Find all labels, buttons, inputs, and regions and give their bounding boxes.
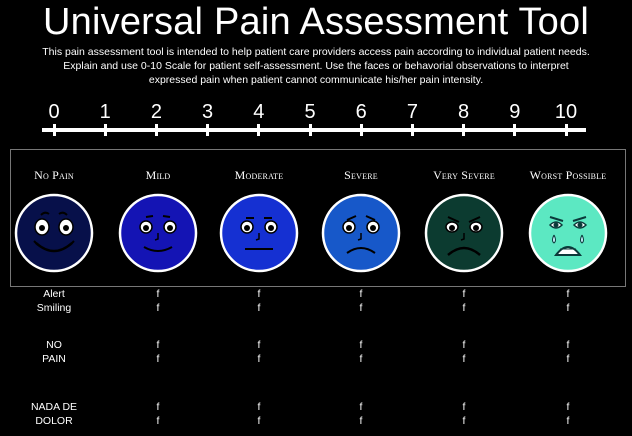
placeholder-mark: f (156, 302, 160, 314)
scale-line (42, 128, 586, 132)
behavior-text: Smiling (36, 302, 72, 314)
behavior-cell: NO PAIN (14, 338, 94, 366)
placeholder-mark: f (156, 415, 160, 427)
scale-tick (52, 124, 56, 136)
placeholder-mark: f (257, 353, 261, 365)
scale-number: 6 (355, 101, 367, 123)
description-line: Explain and use 0-10 Scale for patient s… (63, 60, 569, 72)
moderate-pain-face-icon (219, 193, 299, 273)
placeholder-mark: f (156, 353, 160, 365)
pain-level-label: Worst Possible (529, 168, 607, 182)
scale-number: 9 (509, 101, 521, 123)
faces-panel (10, 149, 626, 287)
scale-number: 3 (202, 101, 214, 123)
pain-level-label: Very Severe (433, 168, 495, 182)
placeholder-mark: f (257, 339, 261, 351)
scale-tick (564, 124, 568, 136)
description-line: expressed pain when patient cannot commu… (148, 74, 484, 86)
placeholder-mark: f (359, 339, 363, 351)
placeholder-mark: f (462, 353, 466, 365)
placeholder-mark: f (566, 415, 570, 427)
placeholder-mark: f (359, 415, 363, 427)
placeholder-mark: f (566, 401, 570, 413)
scale-tick (154, 124, 158, 136)
placeholder-mark: f (359, 353, 363, 365)
placeholder-mark: f (359, 288, 363, 300)
description: This pain assessment tool is intended to… (4, 45, 628, 87)
scale-number: 7 (406, 101, 418, 123)
placeholder-mark: f (257, 401, 261, 413)
scale-tick (206, 124, 210, 136)
placeholder-mark: f (359, 401, 363, 413)
behavior-text: NO (46, 339, 62, 351)
pain-level-label: Moderate (234, 168, 284, 182)
scale-tick (462, 124, 466, 136)
placeholder-mark: f (462, 302, 466, 314)
scale-number: 2 (150, 101, 162, 123)
placeholder-mark: f (156, 339, 160, 351)
severe-pain-face-icon (321, 193, 401, 273)
scale-number: 4 (253, 101, 265, 123)
scale-number: 1 (99, 101, 111, 123)
scale-tick (257, 124, 261, 136)
pain-level-label: Severe (344, 168, 378, 182)
behavior-cell: NADA DE DOLOR (14, 400, 94, 428)
scale-number: 0 (48, 101, 60, 123)
scale-tick (103, 124, 107, 136)
placeholder-mark: f (462, 401, 466, 413)
placeholder-mark: f (462, 339, 466, 351)
behavior-text: PAIN (42, 353, 66, 365)
placeholder-mark: f (156, 288, 160, 300)
description-line: This pain assessment tool is intended to… (42, 46, 590, 58)
placeholder-mark: f (156, 401, 160, 413)
no-pain-face-icon (14, 193, 94, 273)
placeholder-mark: f (566, 302, 570, 314)
scale-number: 5 (304, 101, 316, 123)
behavior-text: DOLOR (35, 415, 73, 427)
placeholder-mark: f (257, 415, 261, 427)
scale-tick (410, 124, 414, 136)
worst-pain-face-icon (528, 193, 608, 273)
placeholder-mark: f (566, 339, 570, 351)
placeholder-mark: f (359, 302, 363, 314)
pain-level-label: Mild (145, 168, 171, 182)
scale-number: 8 (458, 101, 470, 123)
scale-tick (359, 124, 363, 136)
pain-level-label: No Pain (34, 168, 74, 182)
behavior-text: NADA DE (30, 401, 78, 413)
placeholder-mark: f (257, 288, 261, 300)
placeholder-mark: f (257, 302, 261, 314)
scale-tick (308, 124, 312, 136)
scale-number: 10 (554, 101, 578, 123)
placeholder-mark: f (462, 415, 466, 427)
placeholder-mark: f (566, 288, 570, 300)
mild-pain-face-icon (118, 193, 198, 273)
placeholder-mark: f (462, 288, 466, 300)
behavior-text: Alert (43, 288, 65, 300)
placeholder-mark: f (566, 353, 570, 365)
scale-tick (513, 124, 517, 136)
page-title: Universal Pain Assessment Tool (43, 1, 589, 43)
very-severe-pain-face-icon (424, 193, 504, 273)
